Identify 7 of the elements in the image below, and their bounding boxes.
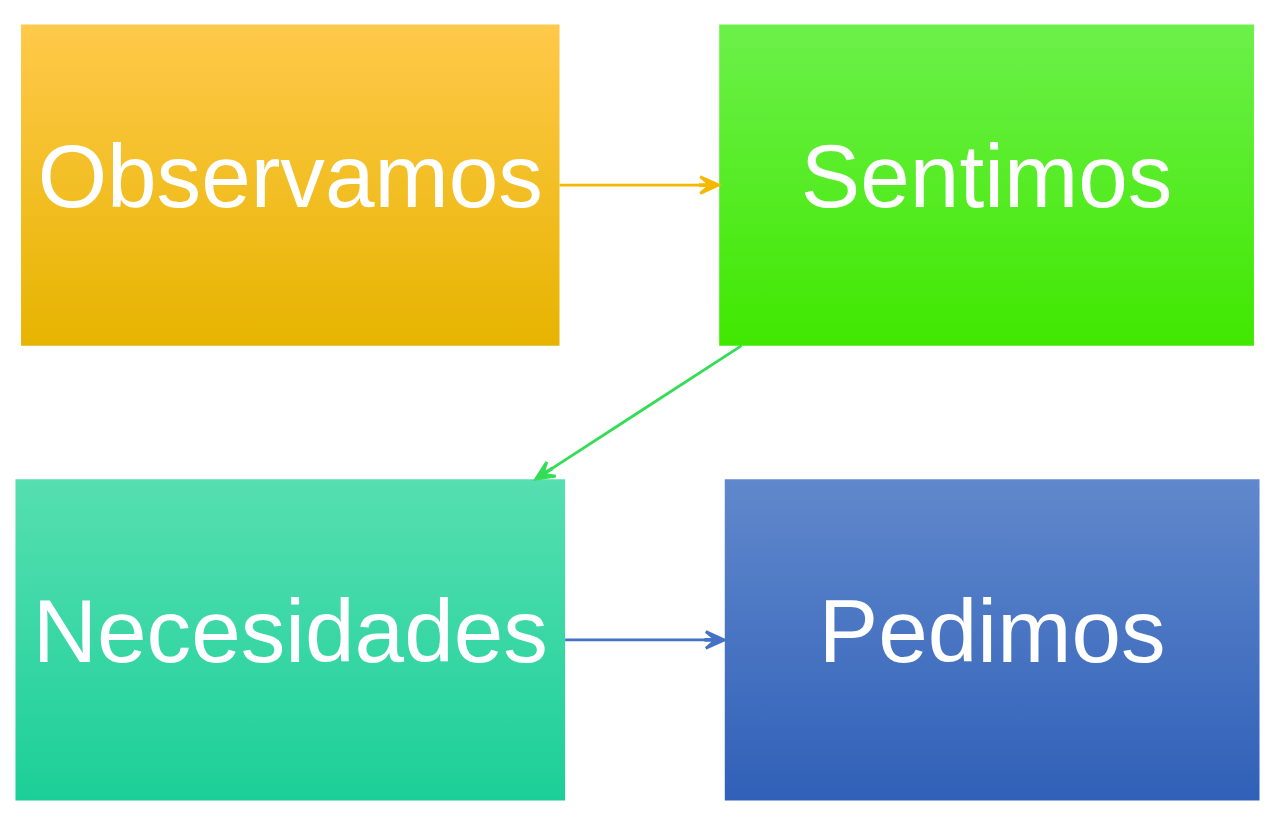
node-box: Observamos <box>21 24 560 346</box>
node-box: Sentimos <box>719 24 1254 346</box>
arrow <box>565 630 726 650</box>
node-box: Necesidades <box>15 479 566 801</box>
arrow <box>559 175 721 195</box>
arrow <box>534 344 743 481</box>
node-box: Pedimos <box>724 479 1260 801</box>
